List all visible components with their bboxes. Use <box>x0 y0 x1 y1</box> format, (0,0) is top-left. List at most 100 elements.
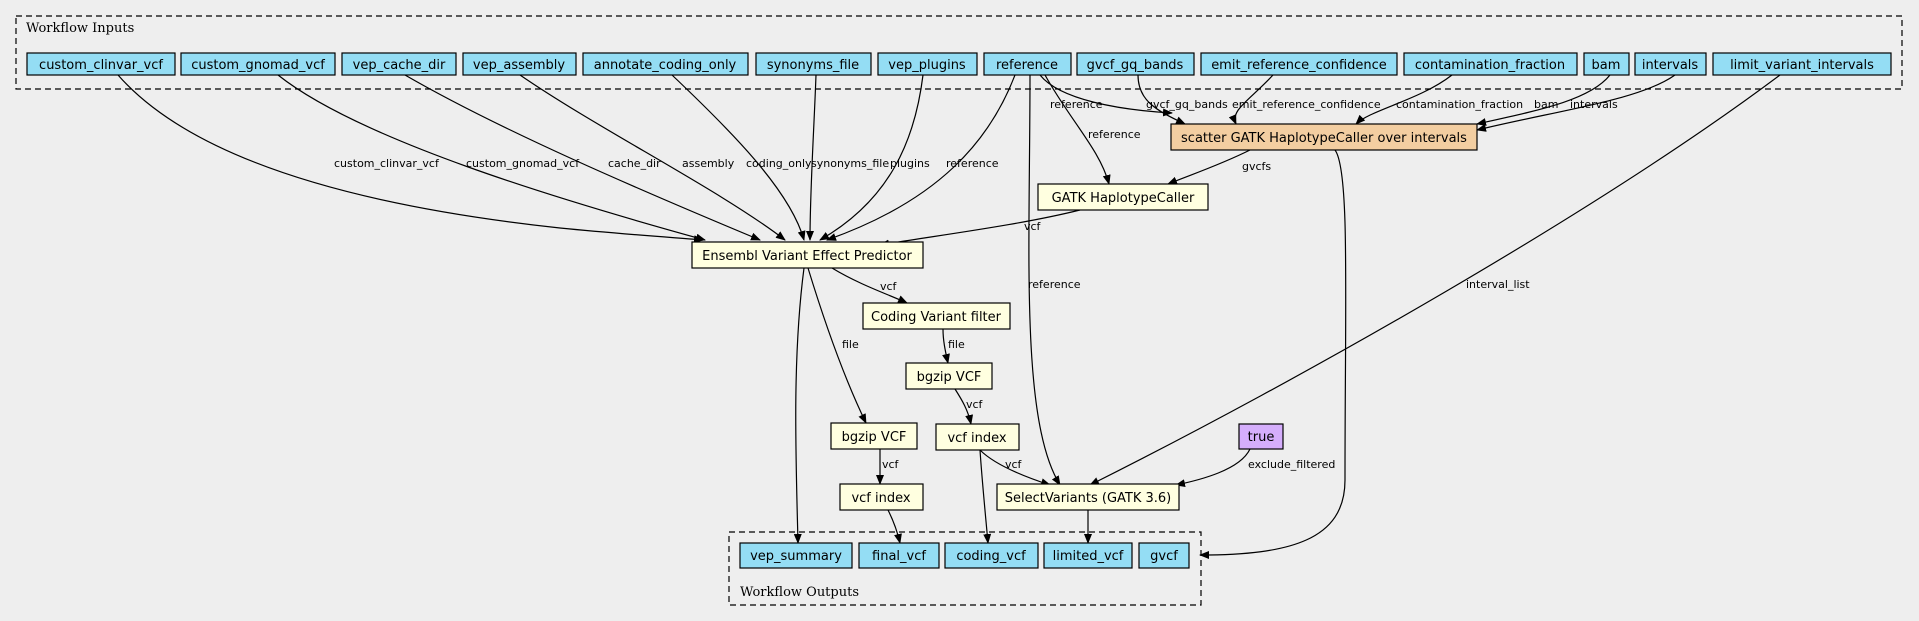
input-bam[interactable]: bam <box>1583 52 1630 76</box>
edge-gvcf <box>1199 149 1347 559</box>
svg-text:plugins: plugins <box>890 157 930 170</box>
svg-text:vcf: vcf <box>882 458 900 471</box>
svg-text:file: file <box>948 338 965 351</box>
svg-text:gvcf_gq_bands: gvcf_gq_bands <box>1146 98 1228 111</box>
edge-cache-dir: cache_dir <box>404 74 761 241</box>
svg-text:custom_gnomad_vcf: custom_gnomad_vcf <box>466 157 580 170</box>
svg-text:assembly: assembly <box>682 157 735 170</box>
edge-reference-scatter: reference <box>1039 74 1173 117</box>
svg-text:Ensembl Variant Effect Predict: Ensembl Variant Effect Predictor <box>702 249 912 264</box>
svg-text:annotate_coding_only: annotate_coding_only <box>594 58 737 73</box>
edge-exclude-filtered: exclude_filtered <box>1175 448 1335 488</box>
edge-emit-reference-confidence: emit_reference_confidence <box>1228 74 1381 125</box>
step-selectvariants[interactable]: SelectVariants (GATK 3.6) <box>996 483 1180 511</box>
svg-text:vcf: vcf <box>1024 220 1042 233</box>
svg-text:interval_list: interval_list <box>1466 278 1530 291</box>
svg-text:vcf: vcf <box>966 398 984 411</box>
edge-custom-clinvar-vcf: custom_clinvar_vcf <box>117 74 704 244</box>
step-ensembl-vep[interactable]: Ensembl Variant Effect Predictor <box>691 241 924 269</box>
svg-text:vcf: vcf <box>1005 458 1023 471</box>
svg-text:bgzip VCF: bgzip VCF <box>917 370 982 385</box>
svg-text:custom_gnomad_vcf: custom_gnomad_vcf <box>191 58 325 73</box>
svg-text:scatter GATK HaplotypeCaller o: scatter GATK HaplotypeCaller over interv… <box>1181 131 1467 146</box>
edge-file-vep-bgzip: file <box>807 267 867 424</box>
input-intervals[interactable]: intervals <box>1634 52 1707 76</box>
svg-text:bam: bam <box>1534 98 1558 111</box>
svg-text:vep_cache_dir: vep_cache_dir <box>353 58 446 73</box>
svg-text:contamination_fraction: contamination_fraction <box>1415 58 1565 73</box>
output-coding-vcf[interactable]: coding_vcf <box>944 542 1039 569</box>
svg-text:true: true <box>1248 430 1275 445</box>
input-annotate-coding-only[interactable]: annotate_coding_only <box>582 52 749 76</box>
edge-coding-vcf <box>979 449 992 544</box>
edge-contamination-fraction: contamination_fraction <box>1355 74 1523 125</box>
svg-text:vcf index: vcf index <box>947 431 1006 446</box>
input-custom-clinvar-vcf[interactable]: custom_clinvar_vcf <box>26 52 176 76</box>
output-gvcf[interactable]: gvcf <box>1138 542 1190 569</box>
svg-text:synonyms_file: synonyms_file <box>767 58 859 73</box>
edge-vep-summary <box>793 267 805 544</box>
const-true[interactable]: true <box>1238 423 1284 450</box>
svg-text:reference: reference <box>1050 98 1103 111</box>
edge-plugins: plugins <box>819 74 930 241</box>
input-custom-gnomad-vcf[interactable]: custom_gnomad_vcf <box>180 52 336 76</box>
workflow-outputs-label: Workflow Outputs <box>740 585 859 600</box>
svg-text:coding_only: coding_only <box>746 157 812 170</box>
svg-text:coding_vcf: coding_vcf <box>956 549 1026 564</box>
svg-text:intervals: intervals <box>1570 98 1618 111</box>
svg-text:final_vcf: final_vcf <box>872 549 926 564</box>
step-vcf-index-left[interactable]: vcf index <box>839 483 924 511</box>
svg-text:cache_dir: cache_dir <box>608 157 661 170</box>
edge-vcf-haplotype-vep: vcf <box>879 209 1081 248</box>
workflow-inputs-cluster: Workflow Inputs <box>15 15 1903 90</box>
svg-text:SelectVariants (GATK 3.6): SelectVariants (GATK 3.6) <box>1005 491 1172 506</box>
edge-intervals: intervals <box>1476 74 1676 132</box>
step-scatter-haplotypecaller[interactable]: scatter GATK HaplotypeCaller over interv… <box>1170 123 1478 151</box>
svg-text:contamination_fraction: contamination_fraction <box>1396 98 1523 111</box>
input-gvcf-gq-bands[interactable]: gvcf_gq_bands <box>1076 52 1195 76</box>
edge-vcf-bgzip-index-left: vcf <box>876 449 900 485</box>
step-coding-variant-filter[interactable]: Coding Variant filter <box>862 302 1011 330</box>
svg-text:vcf index: vcf index <box>851 491 910 506</box>
step-vcf-index-right[interactable]: vcf index <box>935 423 1020 451</box>
input-limit-variant-intervals[interactable]: limit_variant_intervals <box>1712 52 1892 76</box>
svg-text:gvcf_gq_bands: gvcf_gq_bands <box>1087 58 1184 73</box>
input-vep-cache-dir[interactable]: vep_cache_dir <box>341 52 457 76</box>
svg-text:vep_plugins: vep_plugins <box>888 58 966 73</box>
input-synonyms-file[interactable]: synonyms_file <box>755 52 872 76</box>
svg-text:reference: reference <box>946 157 999 170</box>
input-reference[interactable]: reference <box>983 52 1072 76</box>
edge-coding-only: coding_only <box>671 74 812 241</box>
edge-interval-list: interval_list <box>1089 74 1781 486</box>
svg-text:vep_assembly: vep_assembly <box>473 58 565 73</box>
edge-file-filter-bgzip: file <box>942 328 965 364</box>
svg-text:vep_summary: vep_summary <box>750 549 842 564</box>
svg-text:reference: reference <box>996 58 1058 73</box>
workflow-inputs-label: Workflow Inputs <box>26 21 134 36</box>
output-limited-vcf[interactable]: limited_vcf <box>1043 542 1133 569</box>
output-vep-summary[interactable]: vep_summary <box>739 542 853 569</box>
input-contamination-fraction[interactable]: contamination_fraction <box>1403 52 1578 76</box>
workflow-outputs-cluster: Workflow Outputs <box>728 531 1202 606</box>
edge-gvcf-gq-bands: gvcf_gq_bands <box>1137 74 1228 125</box>
edge-synonyms-file: synonyms_file <box>806 74 889 241</box>
edge-final-vcf <box>887 509 902 544</box>
input-vep-plugins[interactable]: vep_plugins <box>877 52 978 76</box>
input-emit-reference-confidence[interactable]: emit_reference_confidence <box>1200 52 1398 76</box>
svg-text:vcf: vcf <box>880 280 898 293</box>
svg-text:gvcfs: gvcfs <box>1242 160 1271 173</box>
step-bgzip-vcf-left[interactable]: bgzip VCF <box>830 422 918 450</box>
edge-vcf-bgzip-index-right: vcf <box>954 388 984 425</box>
output-final-vcf[interactable]: final_vcf <box>858 542 940 569</box>
step-bgzip-vcf-right[interactable]: bgzip VCF <box>905 362 993 390</box>
input-vep-assembly[interactable]: vep_assembly <box>462 52 577 76</box>
svg-text:limit_variant_intervals: limit_variant_intervals <box>1730 58 1874 73</box>
svg-text:Coding Variant filter: Coding Variant filter <box>871 310 1002 325</box>
svg-text:custom_clinvar_vcf: custom_clinvar_vcf <box>334 157 440 170</box>
svg-text:emit_reference_confidence: emit_reference_confidence <box>1211 58 1387 73</box>
edge-bam: bam <box>1476 74 1611 126</box>
step-gatk-haplotypecaller[interactable]: GATK HaplotypeCaller <box>1037 183 1209 211</box>
svg-text:reference: reference <box>1028 278 1081 291</box>
svg-text:limited_vcf: limited_vcf <box>1053 549 1124 564</box>
